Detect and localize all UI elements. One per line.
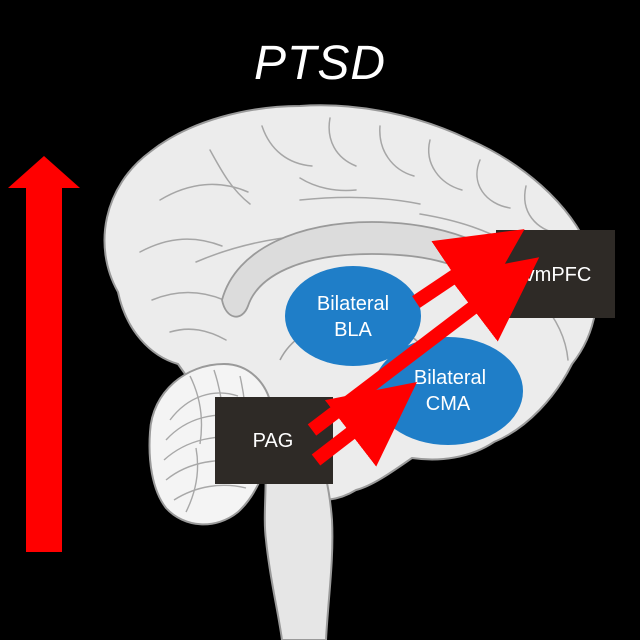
increase-arrow-shaft [26,186,62,552]
bla-label-line2: BLA [334,319,372,341]
region-pag: PAG [215,397,333,484]
region-bla: Bilateral BLA [285,266,421,366]
cma-label-line2: CMA [426,393,471,415]
bla-label-line1: Bilateral [317,293,389,315]
connection-arrows [307,229,540,467]
brain-silhouette [103,104,598,640]
cma-ellipse [373,337,523,445]
pag-box [215,397,333,484]
vmpfc-label: vmPFC [525,264,592,286]
brainstem [260,438,334,640]
diagram-title: PTSD [253,37,386,90]
arrow-pag-to-cma [311,382,418,467]
cma-label-line1: Bilateral [414,367,486,389]
region-cma: Bilateral CMA [373,337,523,445]
increase-arrow [8,156,80,552]
region-vmpfc: vmPFC [496,230,615,318]
bla-ellipse [285,266,421,366]
pag-label: PAG [253,430,294,452]
increase-arrow-head [8,156,80,188]
